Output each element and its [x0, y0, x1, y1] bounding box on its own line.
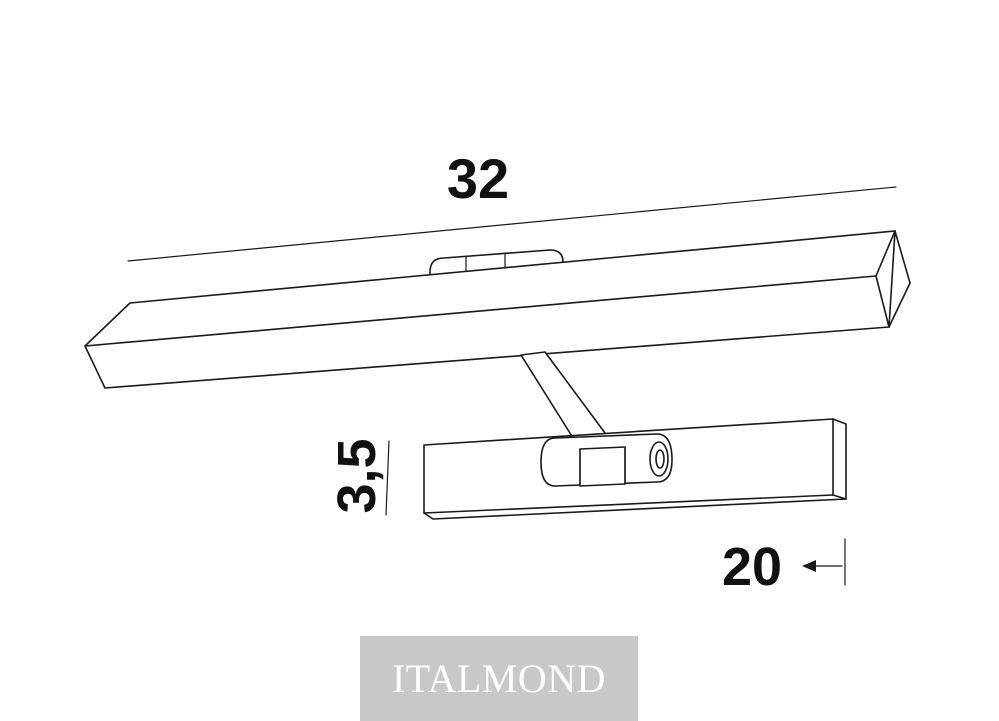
light-bar	[84, 230, 911, 389]
brand-logo-text: ITALMOND	[391, 656, 607, 701]
brand-logo: ITALMOND	[360, 636, 638, 721]
height-dimension-line	[385, 440, 390, 516]
depth-arrow-icon	[802, 538, 846, 586]
height-dimension-label: 3,5	[327, 438, 387, 513]
length-dimension-line	[127, 186, 897, 262]
base-hinge-cylinder	[540, 433, 673, 487]
length-dimension-label: 32	[447, 147, 509, 210]
depth-dimension-label: 20	[722, 537, 782, 597]
